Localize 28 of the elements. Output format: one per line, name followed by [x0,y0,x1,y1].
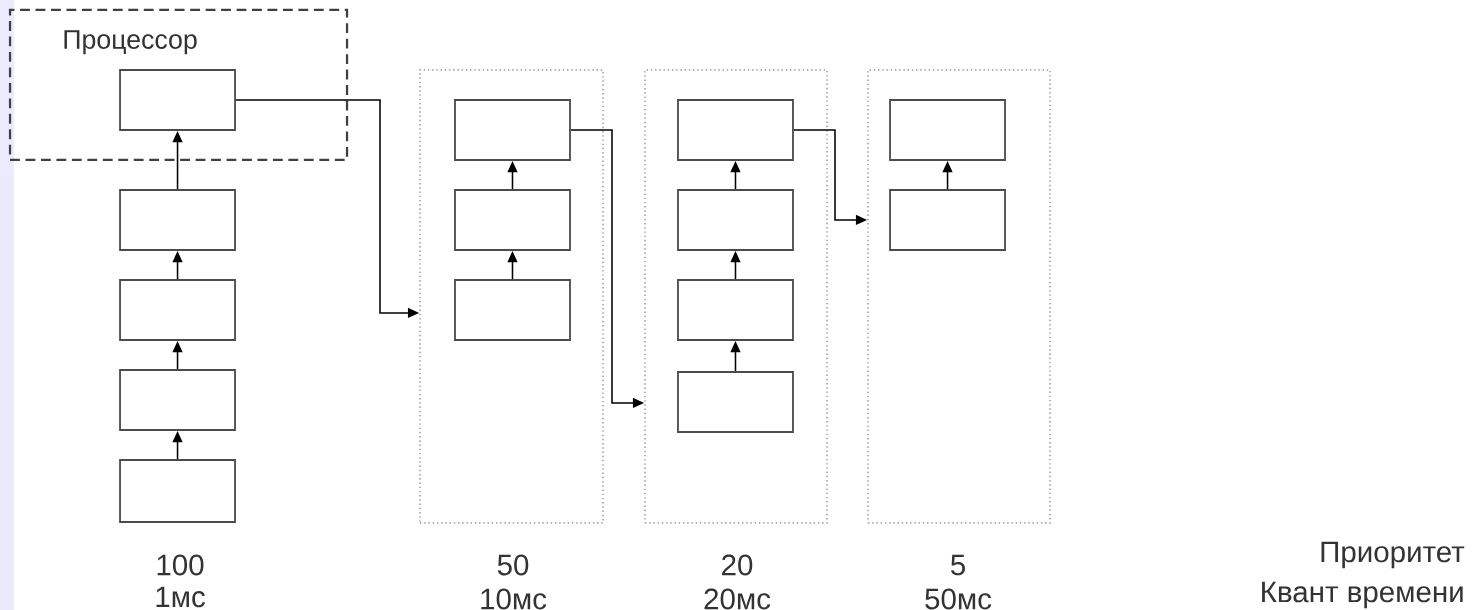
axis-label: 10мс [481,588,547,610]
queue-frame [419,69,604,524]
queue-item-box [119,369,236,431]
axis-label: 100 [157,554,204,576]
queue-item-box [454,99,571,161]
axis-label: Приоритет [1321,541,1465,569]
queue-item-box [677,371,794,433]
queue-item-box [677,279,794,341]
queue-item-box [454,279,571,341]
queue-item-box [454,189,571,251]
queue-item-box [677,99,794,161]
axis-label: 50мс [925,588,992,610]
queue-item-box [889,99,1006,161]
axis-label: 20мс [704,588,771,610]
axis-label: 1мс [156,586,205,608]
axis-label: 20 [722,554,753,576]
queue-item-box [119,459,236,523]
axis-label: 5 [951,554,965,576]
queue-frame [644,69,828,524]
axis-label: 50 [497,554,529,576]
queue-item-box [889,189,1006,251]
processor-box: Процессор [8,8,349,162]
axis-label: Квант времени [1262,581,1463,609]
queue-item-box [119,189,236,251]
queue-item-box [119,69,236,131]
queue-frame [867,69,1051,524]
queue-item-box [119,279,236,341]
queue-item-box [677,189,794,251]
